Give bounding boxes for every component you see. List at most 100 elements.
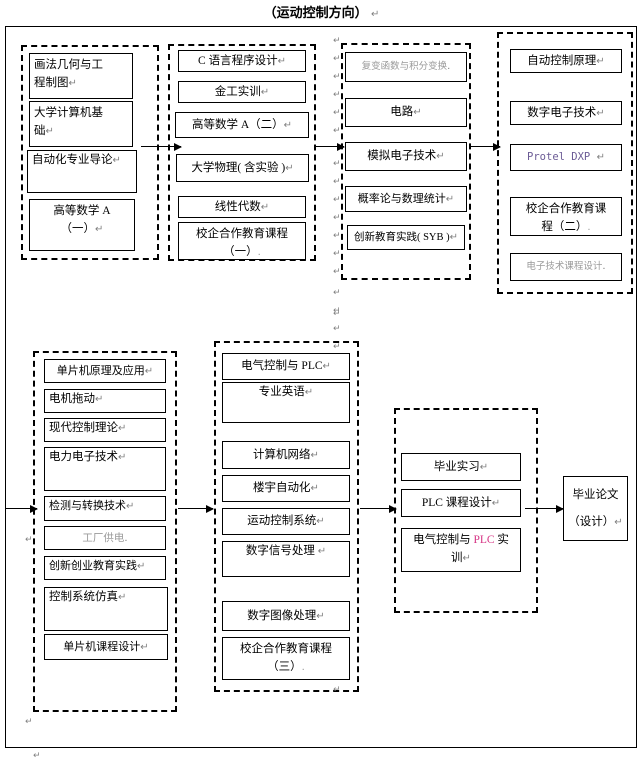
course-box[interactable]: 创新教育实践( SYB )↵ (347, 225, 465, 250)
course-label: 画法几何与工程制图↵ (34, 59, 103, 89)
pilcrow-mark: ↵ (333, 177, 341, 187)
course-box[interactable]: 工厂供电. (44, 526, 166, 550)
course-label: 数字电子技术↵ (527, 106, 605, 119)
course-label: 控制系统仿真↵ (49, 591, 127, 603)
semester-1-group (21, 45, 159, 260)
final-node-line1: 毕业论文 (572, 488, 619, 501)
pilcrow-mark: ↵ (333, 249, 341, 259)
course-box[interactable]: 校企合作教育课程（一）. (178, 222, 306, 260)
pilcrow-mark: ↵ (333, 36, 341, 46)
course-box[interactable]: 自动控制原理↵ (510, 49, 622, 73)
semester-5-group (33, 351, 177, 712)
course-label: Protel DXP ↵ (527, 151, 605, 163)
course-box[interactable]: 电子技术课程设计. (510, 253, 622, 281)
pilcrow-mark: ↵ (333, 54, 341, 64)
course-box[interactable]: 电力电子技术↵ (44, 447, 166, 491)
course-label: 校企合作教育课程（一）. (196, 228, 288, 258)
course-label: 模拟电子技术↵ (367, 150, 445, 162)
course-label: 概率论与数理统计↵ (357, 192, 455, 205)
course-box[interactable]: 大学计算机基础↵ (29, 101, 133, 147)
course-box[interactable]: 模拟电子技术↵ (345, 142, 467, 171)
pilcrow-mark: ↵ (333, 306, 341, 316)
course-box[interactable]: 校企合作教育课程（二）. (510, 197, 622, 236)
course-label: 电路↵ (390, 106, 422, 118)
course-box[interactable]: 数字图像处理↵ (222, 601, 350, 631)
course-box[interactable]: 概率论与数理统计↵ (345, 186, 467, 212)
pilcrow-mark: ↵ (333, 108, 341, 118)
course-label: C 语言程序设计↵ (198, 54, 286, 67)
pilcrow-mark: ↵ (333, 309, 341, 319)
course-label: 大学计算机基础↵ (34, 107, 103, 137)
course-label: 单片机原理及应用↵ (56, 364, 154, 377)
course-label: 电子技术课程设计. (526, 261, 606, 272)
course-label: 高等数学 A（二）↵ (191, 118, 293, 131)
pilcrow-mark: ↵ (333, 213, 341, 223)
course-box[interactable]: 电机拖动↵ (44, 389, 166, 413)
arrow-sem3-to-sem4 (471, 142, 501, 151)
course-box[interactable]: 现代控制理论↵ (44, 418, 166, 442)
final-node[interactable]: 毕业论文 （设计）↵ (563, 476, 628, 541)
course-box[interactable]: PLC 课程设计↵ (401, 489, 521, 517)
course-box[interactable]: 检测与转换技术↵ (44, 496, 166, 521)
pilcrow-mark: ↵ (333, 231, 341, 241)
course-label: 电气控制与 PLC 实训↵ (413, 534, 509, 564)
course-label: 工厂供电. (82, 532, 128, 544)
course-label: 校企合作教育课程（二）. (525, 203, 607, 233)
course-box[interactable]: 金工实训↵ (178, 81, 306, 103)
course-box[interactable]: 画法几何与工程制图↵ (29, 53, 133, 99)
course-label: 运动控制系统↵ (247, 515, 325, 527)
course-box[interactable]: 计算机网络↵ (222, 441, 350, 469)
page-title-text: （运动控制方向） (263, 5, 368, 20)
course-box[interactable]: 运动控制系统↵ (222, 508, 350, 535)
course-box[interactable]: 电气控制与 PLC 实训↵ (401, 528, 521, 572)
semester-6-group (214, 341, 359, 692)
course-label: 金工实训↵ (214, 85, 270, 98)
course-label: 数字图像处理↵ (247, 609, 325, 622)
pilcrow-mark: ↵ (333, 324, 341, 334)
course-box[interactable]: 数字信号处理 ↵ (222, 541, 350, 577)
course-box[interactable]: 高等数学 A（一）↵ (29, 199, 135, 251)
pilcrow-mark: ↵ (333, 267, 341, 277)
course-box[interactable]: C 语言程序设计↵ (178, 50, 306, 72)
course-label: 高等数学 A（一）↵ (53, 205, 111, 235)
course-box[interactable]: 自动化专业导论↵ (27, 150, 137, 193)
semester-2-group (168, 44, 316, 261)
pilcrow-mark: ↵ (25, 717, 33, 727)
course-label: 电机拖动↵ (49, 393, 104, 405)
course-box[interactable]: 大学物理( 含实验 )↵ (176, 154, 309, 182)
course-box[interactable]: 线性代数↵ (178, 196, 306, 218)
course-label: 线性代数↵ (214, 200, 270, 213)
course-box[interactable]: 楼宇自动化↵ (222, 475, 350, 502)
course-label: PLC 课程设计↵ (421, 496, 501, 509)
course-box[interactable]: 高等数学 A（二）↵ (175, 112, 309, 138)
pilcrow-mark: ↵ (333, 685, 341, 695)
pilcrow-mark: ↵ (333, 288, 341, 298)
course-box[interactable]: 电路↵ (345, 98, 467, 127)
course-box[interactable]: 专业英语↵ (222, 382, 350, 423)
course-box[interactable]: 创新创业教育实践↵ (44, 556, 166, 580)
pilcrow-mark: ↵ (333, 126, 341, 136)
course-box[interactable]: 校企合作教育课程（三）. (222, 637, 350, 680)
page-border (5, 26, 637, 748)
course-label: 毕业实习↵ (433, 460, 489, 473)
course-label: 楼宇自动化↵ (253, 482, 319, 494)
course-box[interactable]: 复变函数与积分变换. (345, 52, 467, 82)
course-box[interactable]: 单片机课程设计↵ (44, 634, 168, 660)
page-title: （运动控制方向） ↵ (0, 2, 643, 21)
arrow-sem2-to-sem3 (315, 142, 345, 151)
arrow-sem6-to-sem7 (360, 504, 397, 513)
pilcrow-mark: ↵ (333, 342, 341, 352)
semester-3-group (341, 43, 471, 280)
course-box[interactable]: 控制系统仿真↵ (44, 587, 168, 631)
course-label: 电气控制与 PLC↵ (241, 360, 331, 372)
final-node-line2: （设计）↵ (568, 515, 623, 528)
course-box[interactable]: 电气控制与 PLC↵ (222, 353, 350, 380)
course-label: 电力电子技术↵ (49, 451, 127, 463)
course-box[interactable]: 单片机原理及应用↵ (44, 359, 166, 383)
course-box[interactable]: Protel DXP ↵ (510, 144, 622, 171)
semester-7-group (394, 408, 538, 613)
course-label: 检测与转换技术↵ (49, 500, 135, 512)
course-box[interactable]: 数字电子技术↵ (510, 101, 622, 125)
course-box[interactable]: 毕业实习↵ (401, 453, 521, 481)
